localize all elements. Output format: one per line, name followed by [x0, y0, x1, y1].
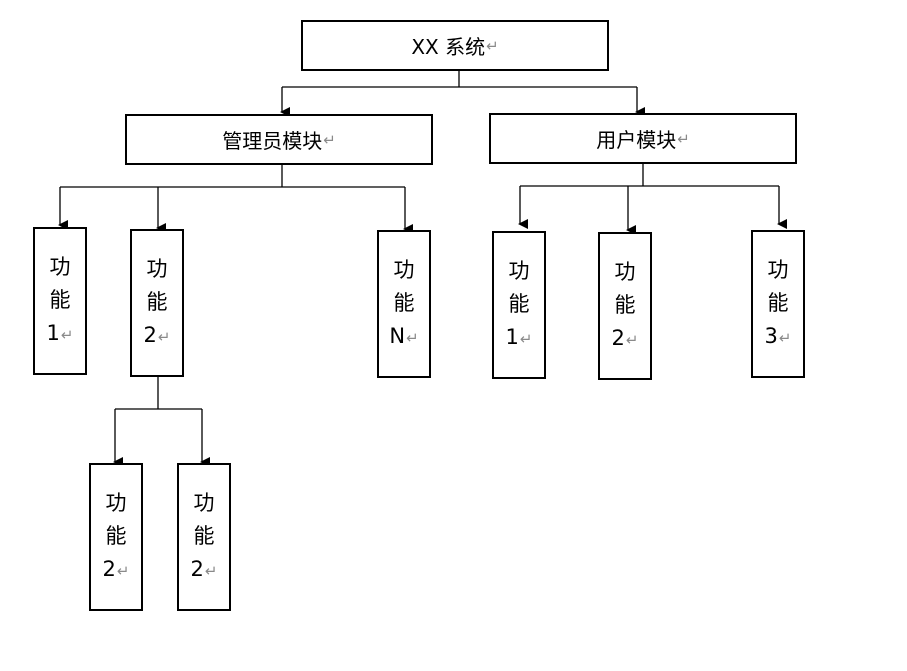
root-node: XX 系统↵ — [301, 20, 609, 71]
admin-function-1: 功 能 1↵ — [33, 227, 87, 375]
return-mark: ↵ — [116, 561, 130, 580]
sub-function-1: 功 能 2↵ — [89, 463, 143, 611]
function-char: 能 — [49, 287, 71, 312]
function-char: 功 — [49, 254, 71, 279]
function-char: 能 — [105, 523, 127, 548]
root-connector — [282, 70, 637, 88]
user-function-3: 功 能 3↵ — [751, 230, 805, 378]
return-mark: ↵ — [157, 327, 171, 346]
user-function-2: 功 能 2↵ — [598, 232, 652, 380]
function-char: 功 — [614, 259, 636, 284]
function-char: 功 — [767, 257, 789, 282]
function-char: 能 — [193, 523, 215, 548]
return-mark: ↵ — [625, 330, 639, 349]
function-number: 2 — [143, 322, 157, 347]
return-mark: ↵ — [60, 325, 74, 344]
return-mark: ↵ — [323, 130, 336, 149]
return-mark: ↵ — [677, 129, 690, 148]
function-char: 能 — [146, 289, 168, 314]
user-function-1: 功 能 1↵ — [492, 231, 546, 379]
user-module-label: 用户模块 — [596, 128, 677, 152]
function-char: 功 — [508, 258, 530, 283]
function-char: 能 — [767, 290, 789, 315]
function-number: 2 — [611, 325, 625, 350]
return-mark: ↵ — [519, 329, 533, 348]
user-module-node: 用户模块↵ — [489, 113, 797, 164]
return-mark: ↵ — [204, 561, 218, 580]
function-char: 功 — [105, 490, 127, 515]
function-char: 能 — [393, 290, 415, 315]
function-number: 1 — [505, 324, 519, 349]
function-number: N — [389, 323, 406, 348]
sub-function-2: 功 能 2↵ — [177, 463, 231, 611]
function-char: 能 — [508, 291, 530, 316]
admin-function-n: 功 能 N↵ — [377, 230, 431, 378]
return-mark: ↵ — [406, 328, 419, 347]
root-label: XX 系统 — [411, 35, 486, 59]
sub-connector — [115, 376, 202, 410]
function-char: 功 — [393, 257, 415, 282]
admin-function-2: 功 能 2↵ — [130, 229, 184, 377]
return-mark: ↵ — [778, 328, 792, 347]
admin-module-node: 管理员模块↵ — [125, 114, 433, 165]
function-char: 能 — [614, 292, 636, 317]
function-number: 2 — [190, 556, 204, 581]
admin-module-label: 管理员模块 — [222, 129, 323, 153]
user-connector — [520, 164, 779, 187]
return-mark: ↵ — [486, 36, 499, 55]
function-number: 2 — [102, 556, 116, 581]
function-char: 功 — [193, 490, 215, 515]
admin-connector — [60, 164, 405, 188]
function-number: 3 — [764, 323, 778, 348]
function-number: 1 — [46, 320, 60, 345]
function-char: 功 — [146, 256, 168, 281]
